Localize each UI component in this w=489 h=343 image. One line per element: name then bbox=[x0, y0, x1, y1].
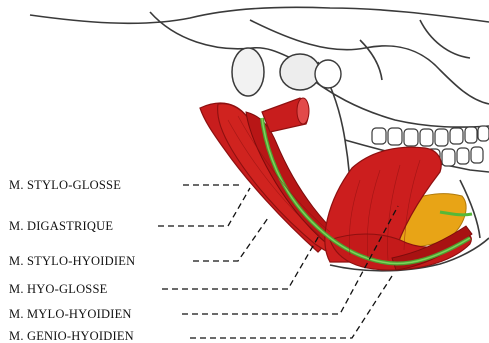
label-stylo-hyoidien: M. STYLO-HYOIDIEN bbox=[9, 254, 135, 268]
condyle-process bbox=[280, 54, 320, 90]
leader-genio-hyoidien bbox=[190, 276, 392, 338]
skull-lower-curve bbox=[150, 12, 300, 62]
leader-stylo-hyoidien bbox=[193, 218, 268, 261]
leader-digastrique bbox=[158, 188, 250, 226]
upper-teeth bbox=[372, 126, 489, 146]
mastoid-process bbox=[232, 48, 264, 96]
articular-eminence bbox=[315, 60, 341, 88]
muscle-cut-end bbox=[297, 98, 309, 124]
label-mylo-hyoidien: M. MYLO-HYOIDIEN bbox=[9, 307, 132, 321]
label-digastrique: M. DIGASTRIQUE bbox=[9, 219, 113, 233]
label-stylo-glosse: M. STYLO-GLOSSE bbox=[9, 178, 121, 192]
orbit-detail bbox=[420, 20, 470, 58]
leader-hyo-glosse bbox=[162, 234, 320, 289]
label-hyo-glosse: M. HYO-GLOSSE bbox=[9, 282, 107, 296]
